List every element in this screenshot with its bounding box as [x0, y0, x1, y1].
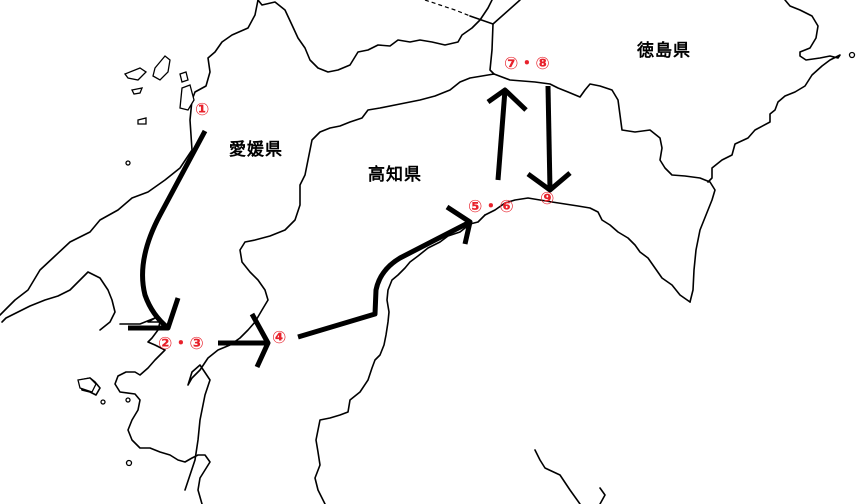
map-borders [0, 0, 841, 504]
stop-label-1: ① [195, 100, 210, 120]
route-arrows [128, 85, 572, 369]
stop-label-4: ④ [272, 328, 287, 348]
stop-label-2-3: ②・③ [158, 334, 204, 354]
stop-label-9: ⑨ [540, 189, 555, 209]
prefecture-label-ehime: 愛媛県 [229, 140, 283, 160]
prefecture-label-tokushima: 徳島県 [637, 41, 691, 61]
route-arrow-8-to-9 [545, 85, 553, 191]
route-arrow-6-to-7 [495, 89, 508, 181]
route-arrow-1-to-2 [140, 129, 208, 330]
stop-label-7-8: ⑦・⑧ [504, 54, 550, 74]
islands [77, 51, 856, 467]
route-arrow-4-to-5 [297, 219, 472, 340]
prefecture-label-kochi: 高知県 [368, 165, 422, 185]
stop-label-5-6: ⑤・⑥ [468, 197, 514, 217]
